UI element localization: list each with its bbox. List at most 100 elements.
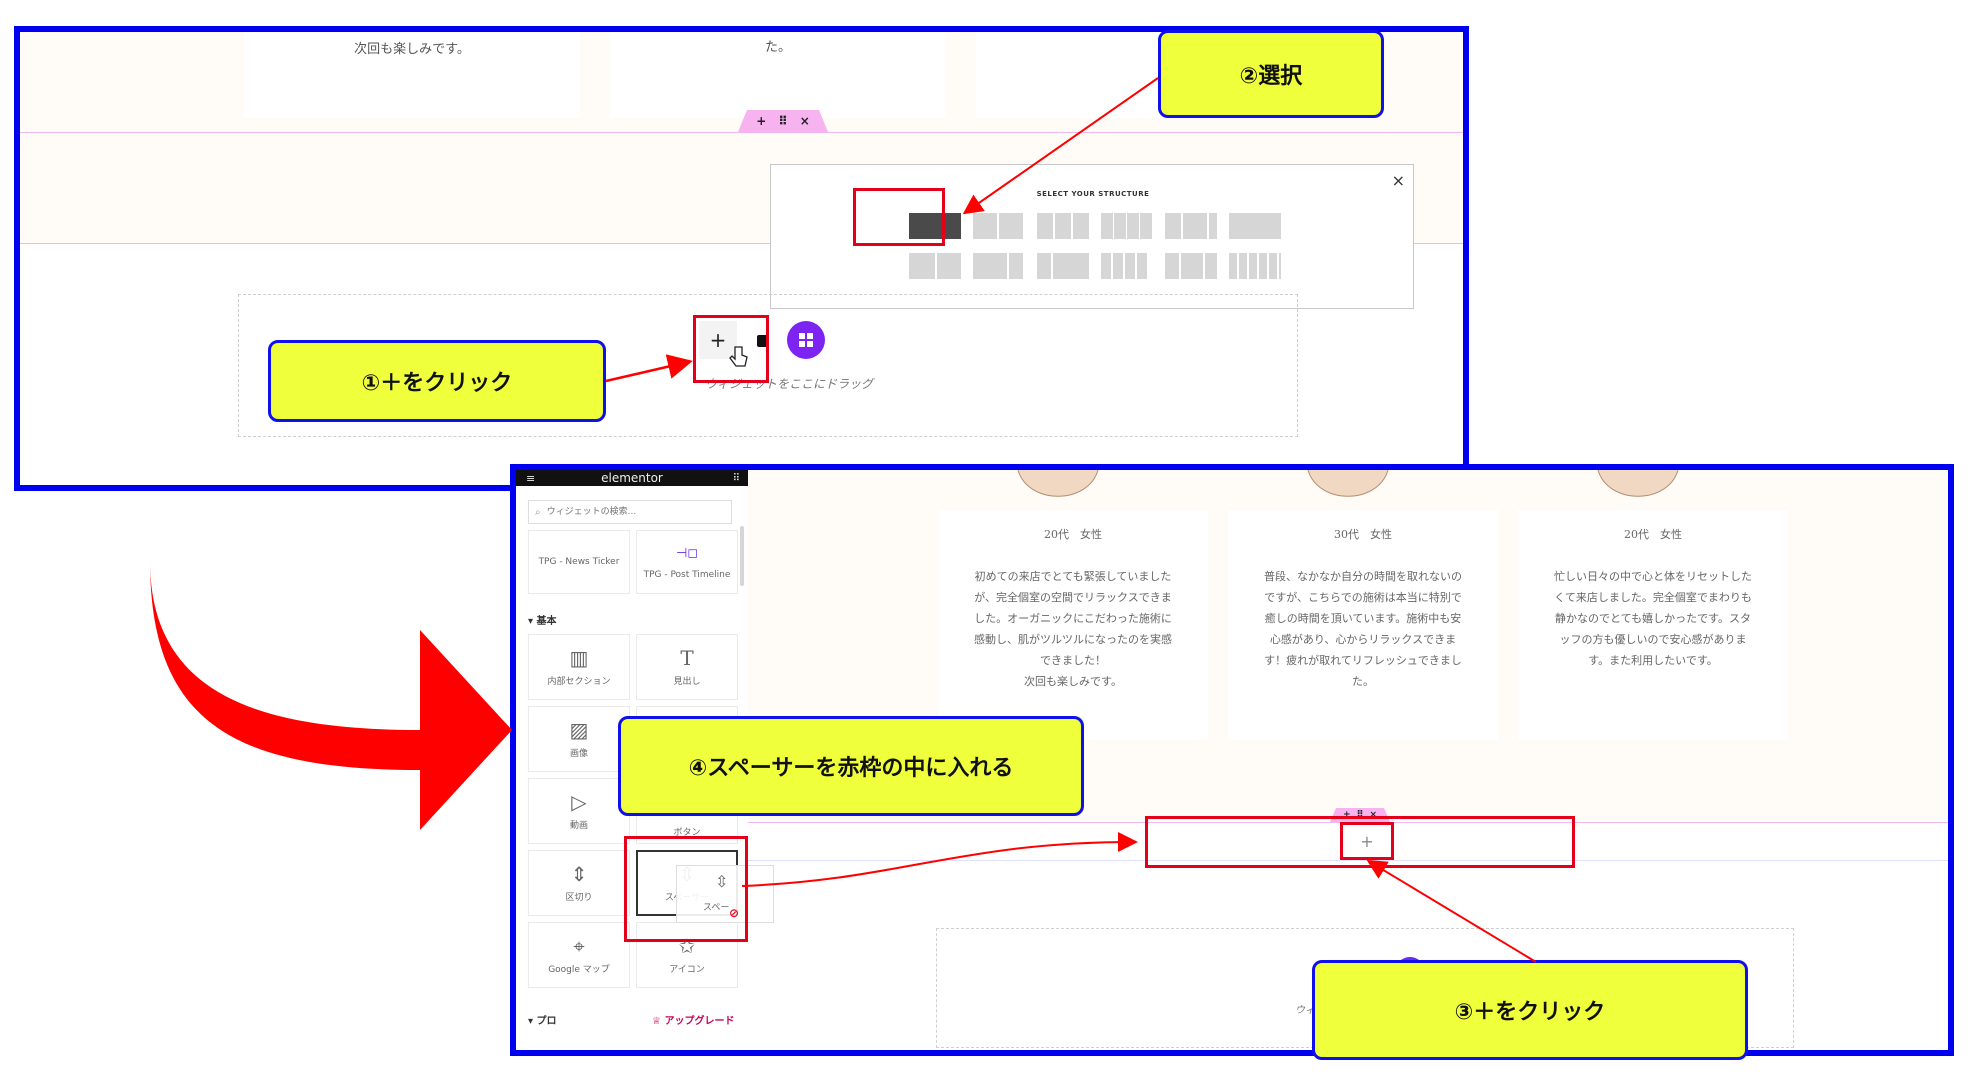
caret-down-icon: ▾: [528, 616, 537, 627]
structure-option-row2-6[interactable]: [1229, 253, 1237, 279]
structure-cell: [1125, 253, 1135, 279]
crown-icon: ♕: [652, 1016, 665, 1027]
add-section-button[interactable]: +: [699, 321, 737, 359]
section-boundary: [748, 860, 1948, 861]
apps-icon[interactable]: ⠿: [732, 472, 740, 484]
review-card: 30代 女性 普段、なかなか自分の時間を取れないの ですが、こちらでの施術は本当…: [1228, 510, 1498, 740]
timeline-icon: ⊣◻: [675, 546, 699, 561]
widget-label: ボタン: [673, 827, 701, 838]
widget-label: 区切り: [565, 892, 593, 903]
image-icon: ▨: [569, 717, 589, 742]
drag-handle-icon[interactable]: ⠿: [1356, 810, 1364, 820]
structure-cell: [937, 253, 961, 279]
widget-label: 内部セクション: [547, 676, 611, 687]
hamburger-icon[interactable]: ≡: [526, 471, 536, 485]
widget-search[interactable]: ⌕: [528, 500, 732, 524]
structure-cell: [1009, 253, 1023, 279]
upgrade-link[interactable]: ♕ アップグレード: [652, 1012, 734, 1027]
sidebar-scrollbar[interactable]: [740, 526, 744, 586]
dragged-widget-ghost: ⇳ スペー ⊘: [676, 865, 774, 923]
face-illustration: [1017, 470, 1099, 497]
widget-inner-section[interactable]: ▥ 内部セクション: [528, 634, 630, 700]
structure-cell: [1140, 213, 1152, 239]
upgrade-label: アップグレード: [664, 1016, 735, 1027]
structure-selector-modal: SELECT YOUR STRUCTURE ×: [770, 164, 1414, 309]
sidebar-header: ≡ elementor ⠿: [516, 470, 748, 486]
callout-step-2: ②選択: [1158, 30, 1384, 118]
review-section-top: 次回も楽しみです。 た。: [20, 32, 1463, 132]
review-text: 忙しい日々の中で心と体をリセットした くて来店しました。完全個室でまわりも 静か…: [1554, 570, 1752, 667]
widget-label: 動画: [569, 820, 588, 831]
delete-section-icon[interactable]: ×: [1369, 810, 1378, 820]
add-section-icon[interactable]: +: [1342, 810, 1351, 820]
section-pro[interactable]: ▾ プロ: [528, 1012, 557, 1027]
widget-google-maps[interactable]: ⌖ Google マップ: [528, 922, 630, 988]
structure-cell: [1113, 253, 1123, 279]
video-icon: ▷: [571, 789, 587, 814]
widget-label: 見出し: [673, 676, 701, 687]
structure-cell: [1279, 253, 1281, 279]
delete-section-icon[interactable]: ×: [799, 114, 810, 128]
structure-option-1-col[interactable]: [909, 213, 961, 239]
drop-target-highlight: [1145, 816, 1575, 868]
highlight-box: [693, 315, 769, 383]
review-card-text: 次回も楽しみです。: [354, 42, 470, 57]
empty-drop-area: + ウィジェットをここにドラッグ: [238, 294, 1298, 437]
structure-option-row2-2[interactable]: [973, 253, 1007, 279]
big-transition-arrow: [150, 500, 512, 830]
widget-heading[interactable]: T 見出し: [636, 634, 738, 700]
review-title: 30代 女性: [1334, 528, 1392, 541]
structure-cell: [1137, 253, 1147, 279]
no-drop-icon: ⊘: [729, 906, 740, 920]
review-card: 20代 女性 初めての来店でとても緊張していました が、完全個室の空間でリラック…: [938, 510, 1208, 740]
caret-down-icon: ▾: [528, 1016, 537, 1027]
structure-option-2-col[interactable]: [973, 213, 997, 239]
arrow-step-1: [605, 354, 693, 383]
review-card: 次回も楽しみです。: [244, 32, 580, 118]
structure-option-row2-4[interactable]: [1101, 253, 1111, 279]
widget-video[interactable]: ▷ 動画: [528, 778, 630, 844]
elementor-logo: elementor: [601, 471, 663, 485]
add-widget-button[interactable]: +: [1340, 822, 1394, 860]
inner-section-icon: ▥: [569, 645, 589, 670]
widget-image[interactable]: ▨ 画像: [528, 706, 630, 772]
structure-cell: [999, 213, 1023, 239]
face-illustration: [1307, 470, 1389, 497]
widget-divider[interactable]: ⇕ 区切り: [528, 850, 630, 916]
drag-hint-text: ウィ: [1295, 1005, 1315, 1016]
widget-tpg-post-timeline[interactable]: ⊣◻ TPG - Post Timeline: [636, 530, 738, 594]
structure-title: SELECT YOUR STRUCTURE: [1036, 190, 1150, 198]
widget-label: 画像: [569, 748, 588, 759]
widget-search-input[interactable]: [544, 506, 719, 518]
highlight-box: [624, 836, 748, 942]
structure-cell: [1209, 213, 1217, 239]
widget-tpg-news-ticker[interactable]: TPG - News Ticker: [528, 530, 630, 594]
structure-cell: [1205, 253, 1217, 279]
close-icon[interactable]: ×: [1391, 171, 1405, 190]
callout-step-1: ①＋をクリック: [268, 340, 606, 422]
structure-cell: [1114, 213, 1126, 239]
structure-cell: [1055, 213, 1071, 239]
review-card-text: た。: [764, 40, 791, 55]
section-handle[interactable]: + ⠿ ×: [738, 110, 828, 132]
heading-icon: T: [680, 645, 694, 670]
structure-option-row2-1[interactable]: [909, 253, 935, 279]
section-basic[interactable]: ▾ 基本: [528, 612, 557, 627]
structure-option-3-col-wide[interactable]: [1165, 213, 1181, 239]
structure-option-row2-3[interactable]: [1037, 253, 1051, 279]
add-section-icon[interactable]: +: [756, 114, 767, 128]
structure-cell: [1183, 213, 1207, 239]
divider-icon: ⇕: [570, 861, 588, 886]
structure-cell: [1269, 253, 1277, 279]
structure-option-grid[interactable]: [1229, 213, 1281, 239]
structure-option-4-col[interactable]: [1101, 213, 1113, 239]
structure-cell: [1127, 213, 1139, 239]
arrow-step-2: [962, 77, 1159, 215]
structure-option-3-col[interactable]: [1037, 213, 1053, 239]
drag-handle-icon[interactable]: ⠿: [778, 114, 788, 128]
structure-option-row2-5[interactable]: [1165, 253, 1179, 279]
callout-step-3: ③＋をクリック: [1312, 960, 1748, 1060]
highlight-box: [853, 188, 945, 246]
template-library-button[interactable]: [787, 321, 825, 359]
